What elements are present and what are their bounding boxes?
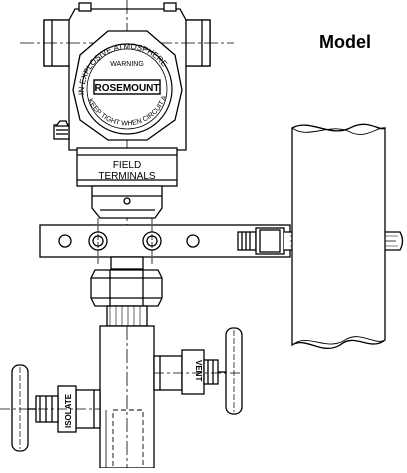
isolate-label: ISOLATE (64, 393, 73, 428)
field-terminals-label-2: TERMINALS (98, 171, 156, 182)
process-connection (90, 256, 163, 327)
vent-label: VENT (194, 360, 203, 381)
transmitter-housing: IN EXPLOSIVE ATMOSPHERE WARNING ROSEMOUN… (0, 0, 234, 240)
brand-logo: ROSEMOUNT (95, 83, 160, 94)
isolate-valve: ISOLATE (0, 364, 101, 452)
mounting-bracket (39, 218, 291, 264)
manifold-body (99, 325, 155, 469)
model-caption: Model (319, 32, 371, 52)
vent-valve: VENT (153, 327, 243, 415)
field-terminals-label-1: FIELD (113, 160, 141, 171)
warning-label: WARNING (110, 61, 144, 68)
mounting-pipe (291, 123, 386, 350)
conduit-fitting (53, 120, 70, 140)
